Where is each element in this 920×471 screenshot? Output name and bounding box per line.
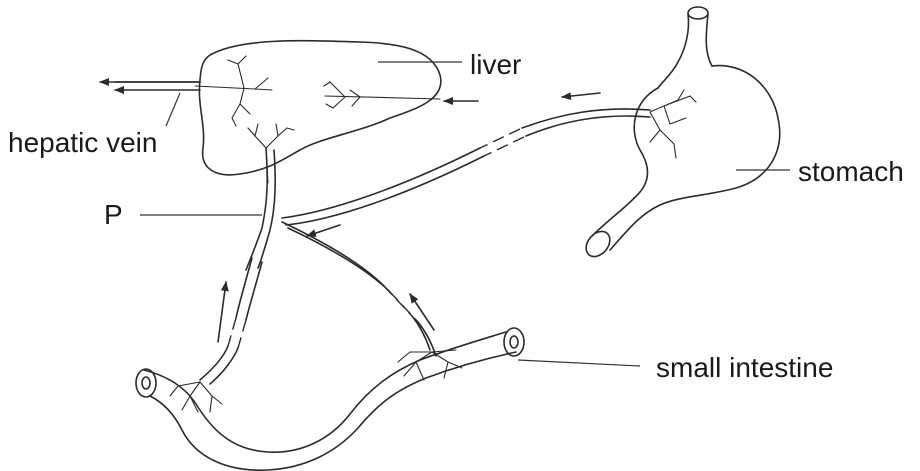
gastric-flow-arrow-upper: [562, 93, 600, 97]
gastric-vein-vessel: [282, 109, 650, 225]
gastric-flow-arrow-lower: [307, 225, 340, 236]
intestine-flow-arrow-left: [218, 282, 226, 342]
p-label: P: [104, 199, 123, 230]
small-intestine-organ: [136, 328, 524, 470]
liver-label: liver: [470, 49, 521, 80]
hepatic-vein-vessel: [100, 82, 200, 90]
stomach-label-group: stomach: [736, 156, 904, 187]
small-intestine-label: small intestine: [656, 352, 833, 383]
liver-label-group: liver: [378, 49, 521, 80]
stomach-organ: [581, 7, 779, 261]
intestine-flow-arrow-right: [410, 294, 434, 330]
hepatic-vein-label-group: hepatic vein: [8, 93, 180, 158]
small-intestine-label-group: small intestine: [518, 352, 833, 383]
hepatic-vein-label: hepatic vein: [8, 127, 157, 158]
stomach-label: stomach: [798, 156, 904, 187]
p-label-group: P: [104, 199, 262, 230]
